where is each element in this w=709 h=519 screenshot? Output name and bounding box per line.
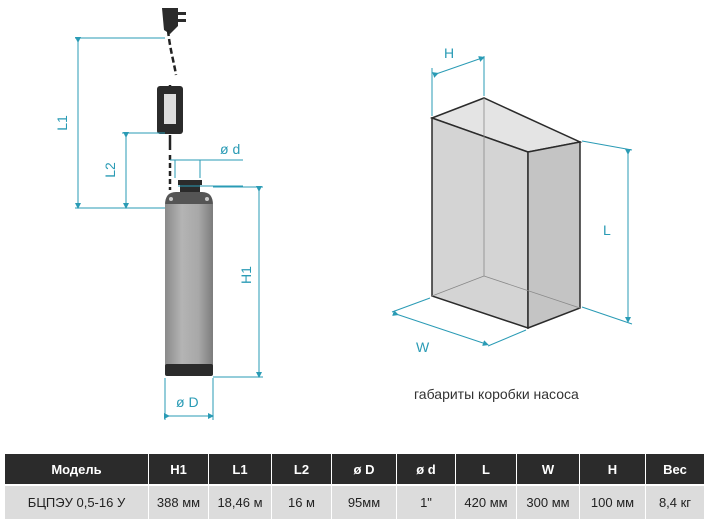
h1-label: H1 [238,266,254,284]
cell-weight: 8,4 кг [646,484,704,519]
header-l: L [456,454,516,484]
cell-h: 100 мм [580,484,645,519]
header-l2: L2 [272,454,331,484]
dimension-d-small [170,159,243,187]
l1-label: L1 [54,115,70,131]
header-w: W [517,454,579,484]
pump-diagram: L1 L2 ø d H1 ø D H [54,8,633,420]
header-d-big: ø D [332,454,396,484]
box-h-label: H [444,45,454,61]
dimension-h1 [213,186,263,378]
spec-header-row: Модель H1 L1 L2 ø D ø d L W H Вес [5,454,704,484]
header-d-small: ø d [397,454,455,484]
plug-icon [162,8,186,34]
dimension-box-l [581,140,633,325]
box-3d [429,97,583,330]
cell-l: 420 мм [456,484,516,519]
header-h: H [580,454,645,484]
d-small-label: ø d [220,141,240,157]
control-box [157,86,183,134]
box-caption: габариты коробки насоса [414,386,579,402]
dimension-l2 [122,132,165,209]
dimension-l1 [75,37,165,209]
cell-l1: 18,46 м [209,484,271,519]
cell-model: БЦПЭУ 0,5-16 У [5,484,148,519]
l2-label: L2 [102,162,118,178]
dimension-box-w [391,297,527,347]
box-w-label: W [416,339,430,355]
header-model: Модель [5,454,148,484]
dimension-box-h [431,56,485,116]
header-l1: L1 [209,454,271,484]
cell-w: 300 мм [517,484,579,519]
box-l-label: L [603,222,611,238]
header-weight: Вес [646,454,704,484]
dimension-d-big [164,378,214,420]
cell-d-big: 95мм [332,484,396,519]
cell-h1: 388 мм [149,484,208,519]
cell-l2: 16 м [272,484,331,519]
cell-d-small: 1" [397,484,455,519]
table-row: БЦПЭУ 0,5-16 У 388 мм 18,46 м 16 м 95мм … [5,484,704,519]
header-h1: H1 [149,454,208,484]
d-big-label: ø D [176,394,199,410]
spec-table: Модель H1 L1 L2 ø D ø d L W H Вес БЦПЭУ … [4,454,705,519]
pump-body [165,180,213,376]
